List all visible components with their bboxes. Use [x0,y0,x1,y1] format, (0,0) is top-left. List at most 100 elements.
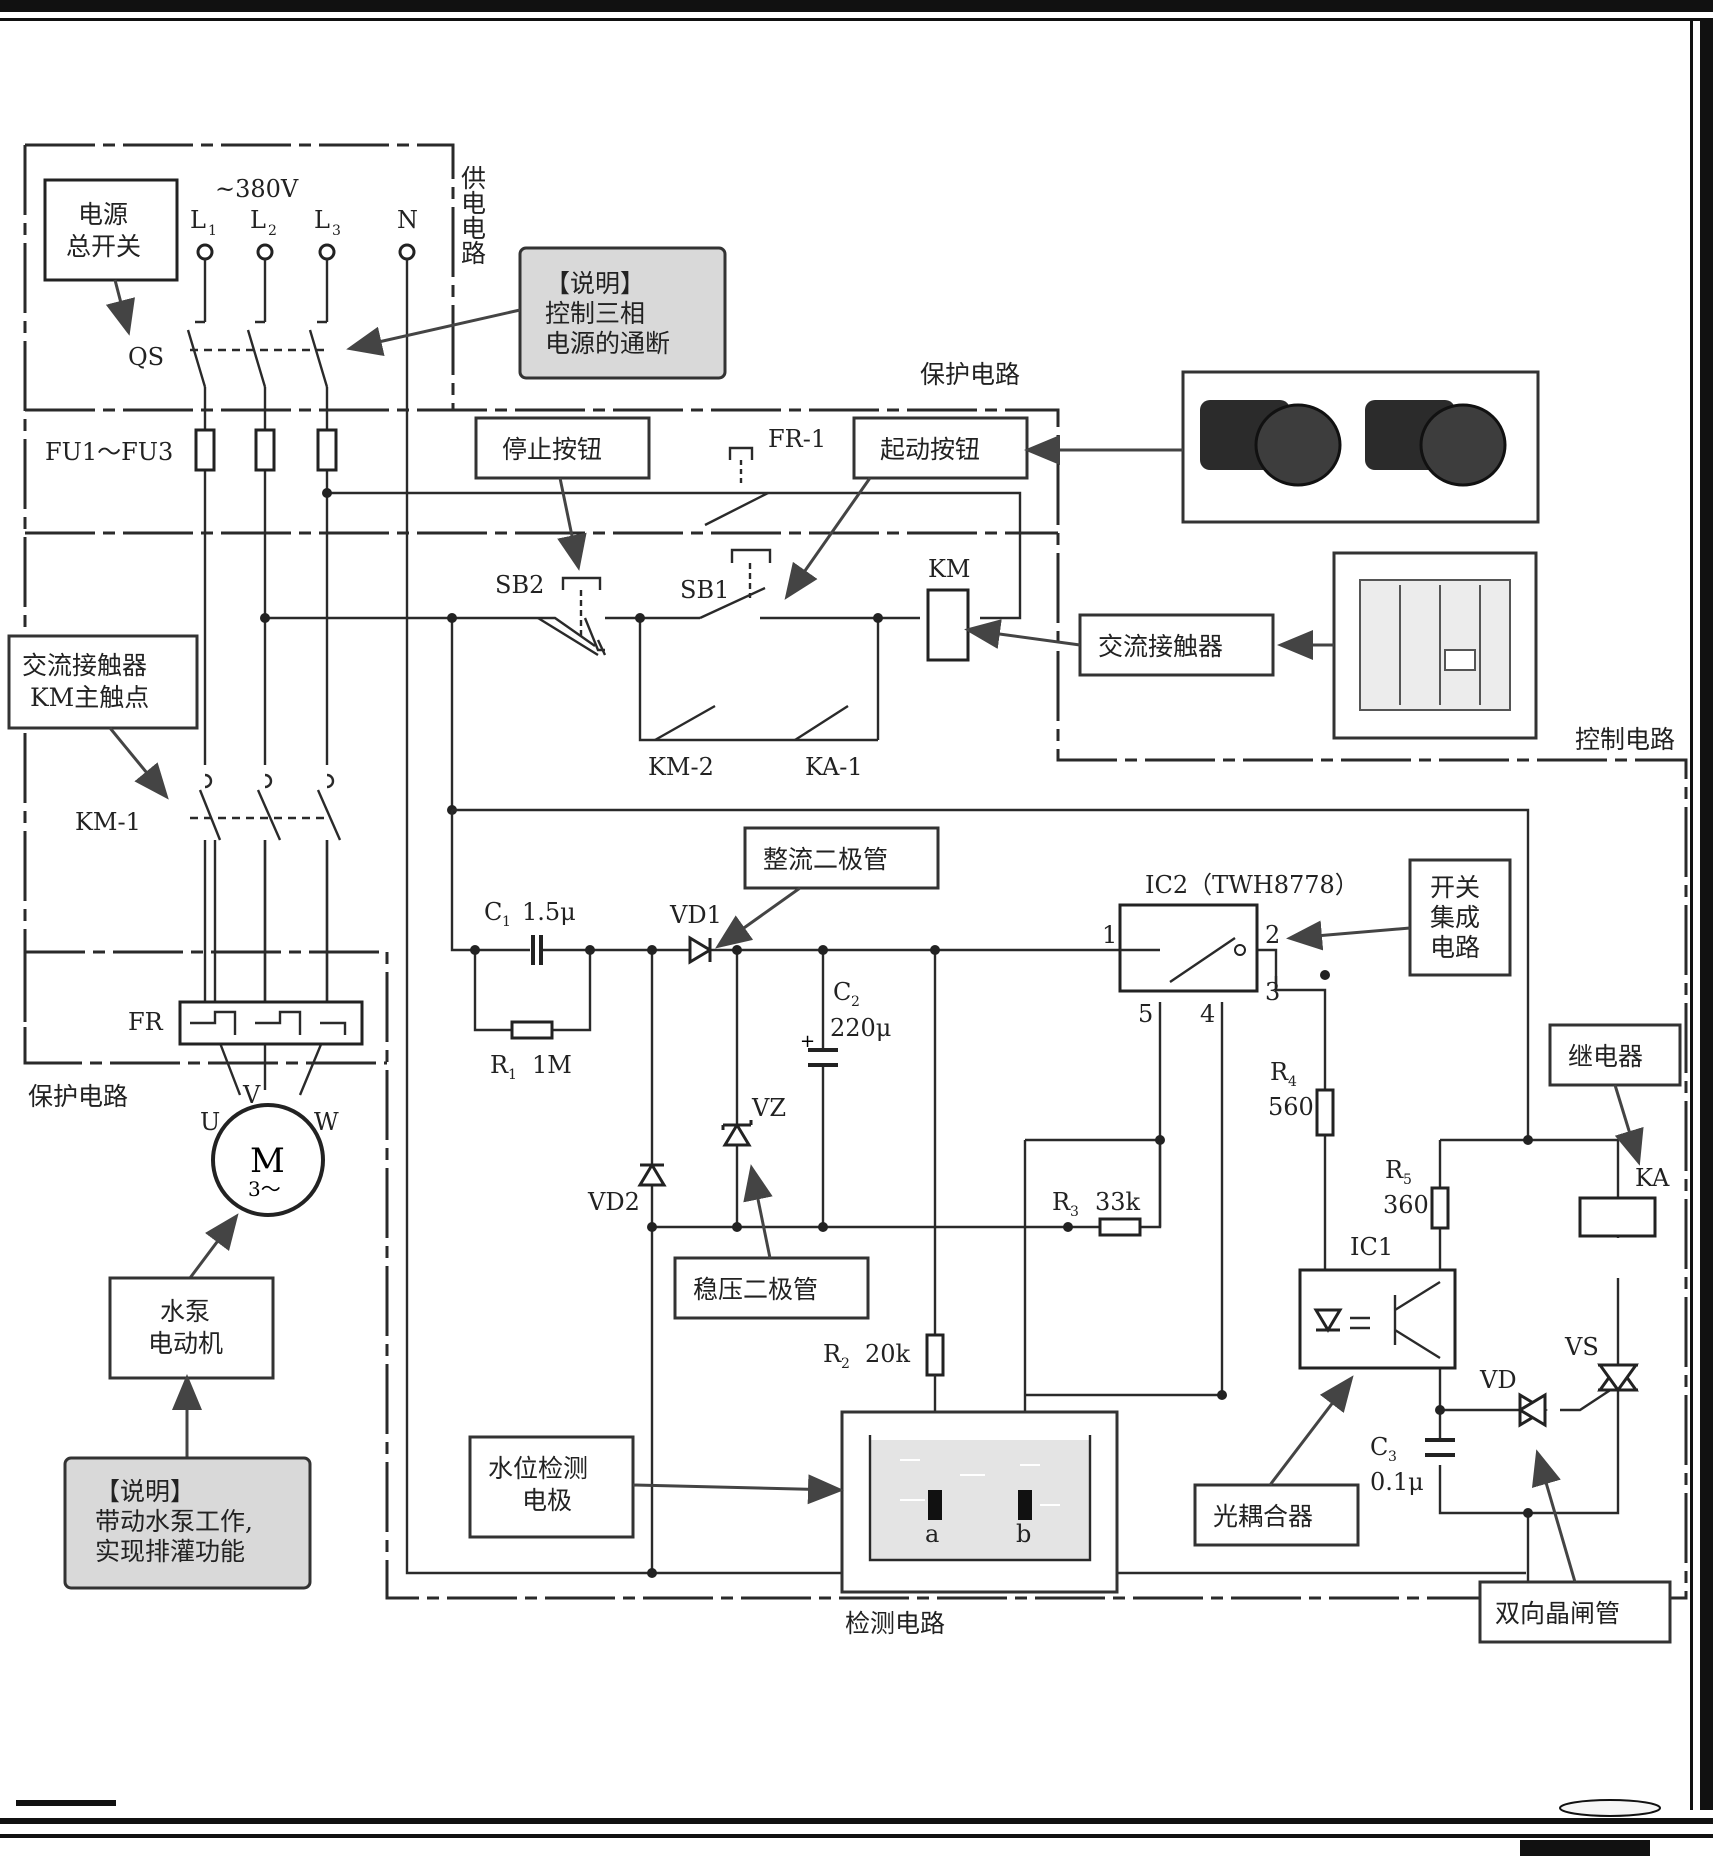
vs-triac [1597,1362,1639,1393]
svg-text:整流二极管: 整流二极管 [763,845,888,874]
svg-text:电源: 电源 [78,200,128,229]
svg-text:L: L [314,206,330,234]
svg-text:【说明】: 【说明】 [545,269,645,298]
optocoupler-arrow [1268,1375,1354,1486]
r5-label: R 5 360 [1383,1156,1429,1219]
svg-text:C: C [1370,1433,1388,1461]
vd1-diode [688,935,713,965]
rectifier-callout: 整流二极管 [743,826,940,890]
svg-text:3: 3 [1070,1204,1079,1220]
ka-relay-coil [1578,1196,1657,1238]
c2-capacitor: + [800,1031,838,1067]
svg-text:起动按钮: 起动按钮 [880,435,980,464]
r3-resistor [1098,1217,1142,1237]
c3-capacitor [1425,1438,1455,1457]
fr1-contact-head [728,446,754,485]
c2-label: C 2 220μ [830,978,891,1042]
svg-text:M: M [250,1141,285,1181]
svg-text:33k: 33k [1095,1188,1141,1216]
svg-text:1: 1 [502,914,511,930]
pump-note-box: 【说明】 带动水泵工作, 实现排灌功能 [63,1456,312,1590]
contactor-photo [1332,551,1538,740]
svg-text:2: 2 [841,1356,850,1372]
svg-text:R: R [490,1051,509,1079]
fr1-label: FR-1 [768,425,826,453]
qs-note-arrow [346,308,521,357]
c1-capacitor [531,935,543,965]
svg-text:稳压二极管: 稳压二极管 [693,1275,818,1304]
svg-text:电源的通断: 电源的通断 [545,329,670,358]
motor: M 3～ [211,1103,325,1217]
ic2-pin-5: 5 [1138,1000,1153,1028]
svg-text:C: C [833,978,851,1006]
r3-label: R 3 33k [1052,1188,1141,1220]
stop-button-callout: 停止按钮 [474,416,651,480]
svg-text:1.5μ: 1.5μ [522,898,576,926]
km1-label: KM-1 [75,808,141,836]
push-button-photo [1181,370,1540,524]
fuses [194,428,338,472]
vd2-label: VD2 [587,1188,640,1216]
svg-text:3～: 3～ [248,1177,281,1201]
svg-text:a: a [925,1520,939,1548]
c1-label: C 1 1.5μ [484,898,576,930]
vd1-label: VD1 [669,901,722,929]
protection-left-label: 保护电路 [28,1082,128,1111]
water-tank [840,1410,1119,1594]
ic1-label: IC1 [1350,1233,1393,1261]
ic2-pin-1: 1 [1102,921,1117,949]
protection-top-label: 保护电路 [920,360,1020,389]
vz-zener [721,1120,753,1147]
sb1-label: SB1 [680,576,729,604]
supply-section-label: 供电电路 [458,165,487,265]
svg-text:L: L [250,206,266,234]
switch-ic-callout: 开关 集成 电路 [1408,858,1512,977]
r4-label: R 4 560 [1268,1058,1314,1121]
svg-text:交流接触器: 交流接触器 [1098,632,1223,661]
control-wiring [265,491,1022,810]
qs-note-box: 【说明】 控制三相 电源的通断 [518,246,727,380]
svg-text:KM主触点: KM主触点 [30,683,149,712]
ic1-optocoupler [1298,1268,1457,1370]
sb2-button [537,576,607,657]
svg-text:电路: 电路 [1430,933,1480,962]
vz-label: VZ [751,1094,786,1122]
zener-callout: 稳压二极管 [673,1256,870,1320]
svg-text:220μ: 220μ [830,1014,891,1042]
pump-motor-arrow [188,1213,239,1279]
km-label: KM [928,555,971,583]
svg-text:R: R [1270,1058,1289,1086]
ic2-pin-2: 2 [1265,921,1280,949]
svg-text:b: b [1016,1520,1031,1548]
svg-text:L: L [190,206,206,234]
r2-label: R 2 20k [823,1340,911,1372]
stop-button-arrow [557,477,587,571]
ic2-pin-3: 3 [1265,978,1280,1006]
page-corner-decoration [1559,1799,1661,1817]
svg-text:电动机: 电动机 [148,1329,223,1358]
km-coil [926,588,970,662]
svg-text:停止按钮: 停止按钮 [502,435,602,464]
svg-text:双向晶闸管: 双向晶闸管 [1495,1599,1620,1628]
terminal-u: U [200,1108,220,1136]
fr-label: FR [128,1008,164,1036]
electrode-callout: 水位检测 电极 [468,1435,635,1539]
relay-callout: 继电器 [1548,1023,1682,1087]
svg-text:总开关: 总开关 [66,232,141,261]
ka-label: KA [1635,1164,1670,1192]
svg-text:20k: 20k [865,1340,911,1368]
contactor-callout: 交流接触器 [1078,613,1275,677]
optocoupler-callout: 光耦合器 [1193,1483,1360,1547]
supply-terminals [196,243,416,261]
start-button-callout: 起动按钮 [852,416,1029,480]
sb2-label: SB2 [495,571,544,599]
svg-text:继电器: 继电器 [1568,1042,1643,1071]
svg-text:5: 5 [1403,1172,1412,1188]
km1-contact-hooks [204,773,335,789]
r5-resistor [1430,1186,1450,1230]
svg-text:实现排灌功能: 实现排灌功能 [95,1537,245,1566]
terminal-w: W [314,1108,339,1136]
svg-text:1: 1 [208,223,217,239]
